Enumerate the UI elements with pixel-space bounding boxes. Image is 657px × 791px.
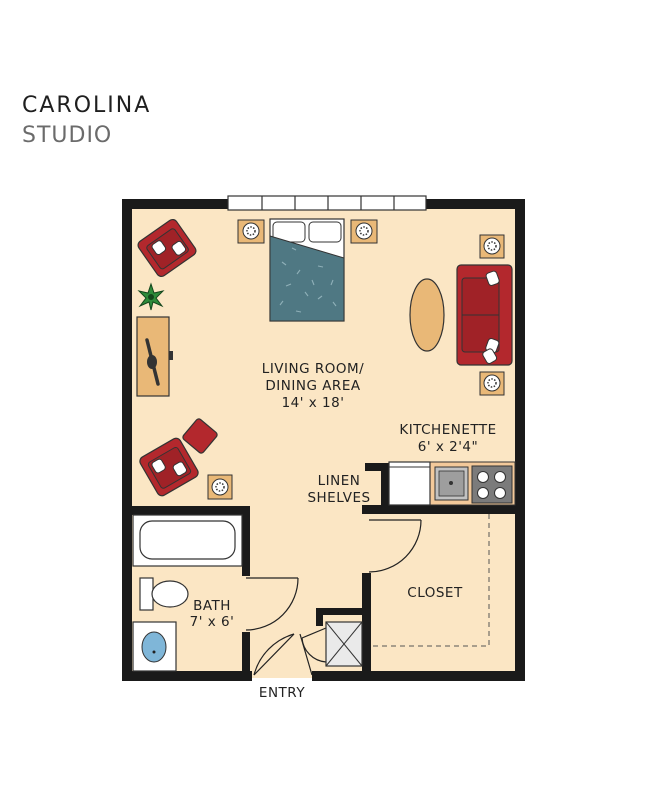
plant: [137, 282, 165, 311]
closet-door: [368, 519, 422, 573]
closet-label: CLOSET: [407, 585, 463, 601]
bathtub: [132, 514, 243, 567]
end-table-bottom: [479, 371, 505, 396]
outer-walls: [122, 199, 525, 681]
plan-subtitle: STUDIO: [22, 123, 113, 148]
nightstand-left: [237, 219, 265, 244]
closet-rod: [372, 514, 490, 647]
plan-title: CAROLINA: [22, 93, 152, 118]
storage-door: [301, 627, 327, 663]
linen-label-line2: SHELVES: [307, 490, 370, 506]
ottoman: [182, 418, 218, 454]
kitchenette-label: KITCHENETTE: [399, 422, 496, 438]
room-labels: LIVING ROOM/ DINING AREA 14' x 18' KITCH…: [190, 361, 497, 701]
living-room-size: 14' x 18': [282, 395, 345, 411]
entry-label: ENTRY: [259, 685, 305, 701]
end-table-armchair: [207, 474, 233, 500]
armchair-top-left: [137, 218, 197, 278]
bath-door: [245, 577, 299, 631]
living-room-label-line2: DINING AREA: [265, 378, 360, 394]
kitchenette-size: 6' x 2'4": [418, 439, 478, 455]
toilet: [139, 577, 189, 611]
dining-table: [409, 278, 445, 352]
interior-walls: [122, 463, 520, 678]
linen-label-line1: LINEN: [318, 473, 361, 489]
sofa: [456, 264, 513, 366]
bath-label: BATH: [193, 598, 231, 614]
armchair-bottom-left: [139, 437, 199, 497]
desk: [136, 316, 173, 397]
storage-box: [325, 621, 363, 667]
bath-size: 7' x 6': [190, 614, 235, 630]
end-table-top: [479, 234, 505, 259]
window: [227, 195, 427, 211]
nightstand-right: [350, 219, 378, 244]
bed: [269, 218, 345, 322]
kitchenette-counter: [388, 461, 516, 506]
bath-sink: [132, 621, 177, 672]
living-room-label-line1: LIVING ROOM/: [262, 361, 364, 377]
